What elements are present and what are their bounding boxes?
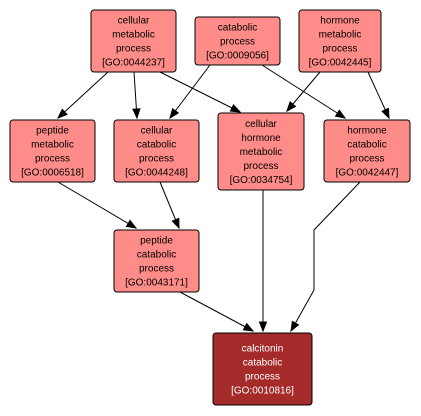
node-label-line: peptide [36,126,69,137]
node-label-line: hormone [320,16,360,27]
arrowhead-icon [334,109,347,119]
arrowhead-icon [258,321,268,333]
nodes-layer: cellular metabolic process [GO:0044237] cata… [9,9,411,406]
node-label-line: catabolic [218,23,257,34]
node-label-line: cellular [141,126,173,137]
node-label-line: process [116,44,151,55]
node-go-id: [GO:0043171] [125,278,188,289]
node-label-line: cellular [245,119,277,130]
node-label-line: catabolic [347,140,386,151]
node-label-line: hormone [241,133,281,144]
node-box[interactable] [113,229,200,293]
node-go-id: [GO:0006518] [21,168,84,179]
edge-line [57,71,109,119]
arrowhead-icon [169,107,180,120]
node-box[interactable] [298,9,382,73]
node-label-line: catabolic [243,358,282,369]
node-peptide-metabolic-process[interactable]: peptide metabolic process [GO:0006518] [9,119,96,183]
node-box[interactable] [194,16,281,66]
node-box[interactable] [217,112,305,191]
edge-line [179,291,254,332]
node-label-line: catabolic [137,140,176,151]
node-label-line: calcitonin [242,344,284,355]
edge-hormone-metabolic-process-to-cellular-hormone-metabolic-process [286,71,321,113]
arrowhead-icon [56,108,68,119]
node-cellular-metabolic-process[interactable]: cellular metabolic process [GO:0044237] [90,9,177,73]
edge-cellular-metabolic-process-to-peptide-metabolic-process [56,71,109,119]
node-hormone-metabolic-process[interactable]: hormone metabolic process [GO:0042445] [298,9,382,73]
node-hormone-catabolic-process[interactable]: hormone catabolic process [GO:0042447] [323,119,411,183]
arrowhead-icon [171,217,180,230]
node-label-line: process [35,154,70,165]
node-go-id: [GO:0034754] [230,175,293,186]
node-box[interactable] [90,9,177,73]
edge-cellular-catabolic-process-to-peptide-catabolic-process [159,181,180,230]
node-label-line: process [139,264,174,275]
arrowhead-icon [132,108,141,120]
node-go-id: [GO:0009056] [206,51,269,62]
node-box[interactable] [113,119,200,183]
node-label-line: metabolic [31,140,74,151]
node-go-id: [GO:0044237] [102,58,165,69]
node-label-line: peptide [140,236,173,247]
node-label-line: catabolic [137,250,176,261]
node-label-line: process [322,44,357,55]
edges-layer [56,64,390,333]
node-calcitonin-catabolic-process[interactable]: calcitonin catabolic process [GO:0010816] [212,332,313,406]
node-label-line: process [139,154,174,165]
arrowhead-icon [125,219,138,229]
node-box[interactable] [9,119,96,183]
edge-catabolic-process-to-cellular-catabolic-process [169,64,211,120]
edge-line [169,64,211,119]
node-label-line: process [245,372,280,383]
node-go-id: [GO:0042447] [336,168,399,179]
node-label-line: process [243,161,278,172]
arrowhead-icon [381,107,390,120]
node-label-line: metabolic [112,30,155,41]
node-label-line: metabolic [319,30,362,41]
node-label-line: hormone [347,126,387,137]
edge-peptide-metabolic-process-to-peptide-catabolic-process [57,181,138,229]
node-box[interactable] [323,119,411,183]
arrowhead-icon [229,103,242,113]
node-label-line: metabolic [240,147,283,158]
node-catabolic-process[interactable]: catabolic process [GO:0009056] [194,16,281,66]
node-go-id: [GO:0044248] [125,168,188,179]
edge-line [290,181,361,332]
edge-cellular-metabolic-process-to-cellular-hormone-metabolic-process [159,71,242,113]
edge-peptide-catabolic-process-to-calcitonin-catabolic-process [179,291,255,332]
node-go-id: [GO:0042445] [309,58,372,69]
node-go-id: [GO:0010816] [231,386,294,397]
edge-line [57,181,137,229]
node-cellular-catabolic-process[interactable]: cellular catabolic process [GO:0044248] [113,119,200,183]
edge-hormone-metabolic-process-to-hormone-catabolic-process [367,71,390,120]
node-box[interactable] [212,332,313,406]
edge-hormone-catabolic-process-to-calcitonin-catabolic-process [290,181,361,333]
edge-cellular-hormone-metabolic-process-to-calcitonin-catabolic-process [258,190,268,333]
edge-cellular-metabolic-process-to-cellular-catabolic-process [132,71,141,120]
arrowhead-icon [242,322,255,332]
arrowhead-icon [286,101,297,113]
node-cellular-hormone-metabolic-process[interactable]: cellular hormone metabolic process [GO:00347… [217,112,305,191]
node-label-line: process [349,154,384,165]
node-label-line: process [220,37,255,48]
node-label-line: cellular [118,16,150,27]
arrowhead-icon [290,320,300,333]
node-peptide-catabolic-process[interactable]: peptide catabolic process [GO:0043171] [113,229,200,293]
edge-line [159,71,241,113]
